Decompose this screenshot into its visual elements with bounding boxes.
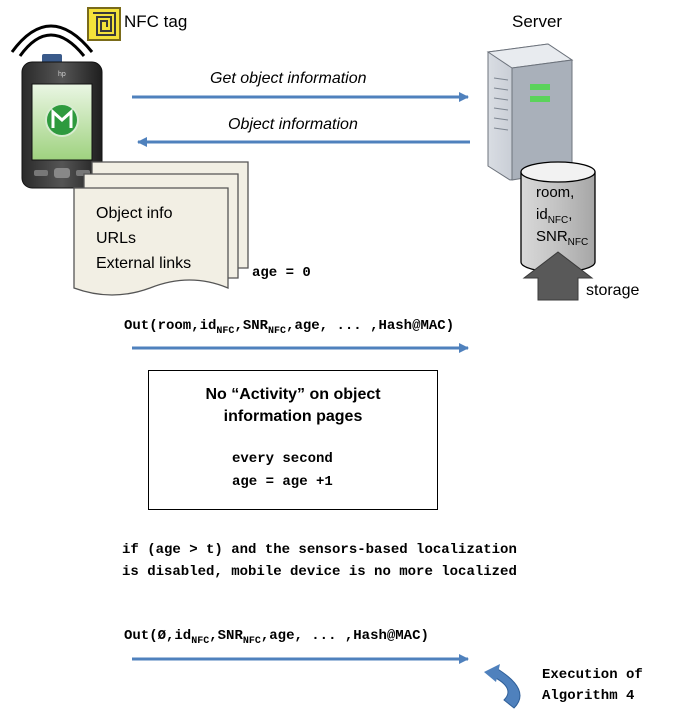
storage-room-label: room, <box>536 184 575 201</box>
object-info-label: Object information <box>228 116 358 133</box>
object-info-document-icon <box>73 161 249 296</box>
activity-title-line-1: No “Activity” on object <box>205 386 381 403</box>
phone-brand-label: hp <box>58 71 66 78</box>
nfc-tag-icon <box>87 7 121 41</box>
storage-arrow-icon <box>522 251 594 301</box>
activity-box <box>148 370 438 510</box>
server-label: Server <box>512 12 563 31</box>
doc-line-object-info: Object info <box>96 205 173 222</box>
phone-icon <box>21 54 103 189</box>
execution-line-2: Algorithm 4 <box>542 688 635 704</box>
doc-line-urls: URLs <box>96 230 137 247</box>
age-init-label: age = 0 <box>252 265 311 281</box>
nfc-waves-icon <box>10 24 94 57</box>
get-object-info-label: Get object information <box>210 70 367 87</box>
activity-code-line-2: age = age +1 <box>232 474 333 490</box>
condition-line-1: if (age > t) and the sensors-based local… <box>122 542 517 558</box>
out-tuple-2: Out(Ø,idNFC,SNRNFC,age, ... ,Hash@MAC) <box>124 628 429 647</box>
storage-id-label: idNFC, <box>536 206 573 226</box>
storage-label: storage <box>586 282 640 299</box>
server-icon <box>486 43 574 181</box>
storage-snr-label: SNRNFC <box>536 228 589 248</box>
execution-line-1: Execution of <box>542 667 643 683</box>
out-tuple-1: Out(room,idNFC,SNRNFC,age, ... ,Hash@MAC… <box>124 318 455 337</box>
condition-line-2: is disabled, mobile device is no more lo… <box>122 564 517 580</box>
doc-line-external-links: External links <box>96 255 192 272</box>
activity-title-line-2: information pages <box>223 408 363 425</box>
activity-code-line-1: every second <box>232 451 333 467</box>
nfc-tag-label: NFC tag <box>124 12 188 31</box>
execution-curved-arrow-icon <box>484 664 521 709</box>
